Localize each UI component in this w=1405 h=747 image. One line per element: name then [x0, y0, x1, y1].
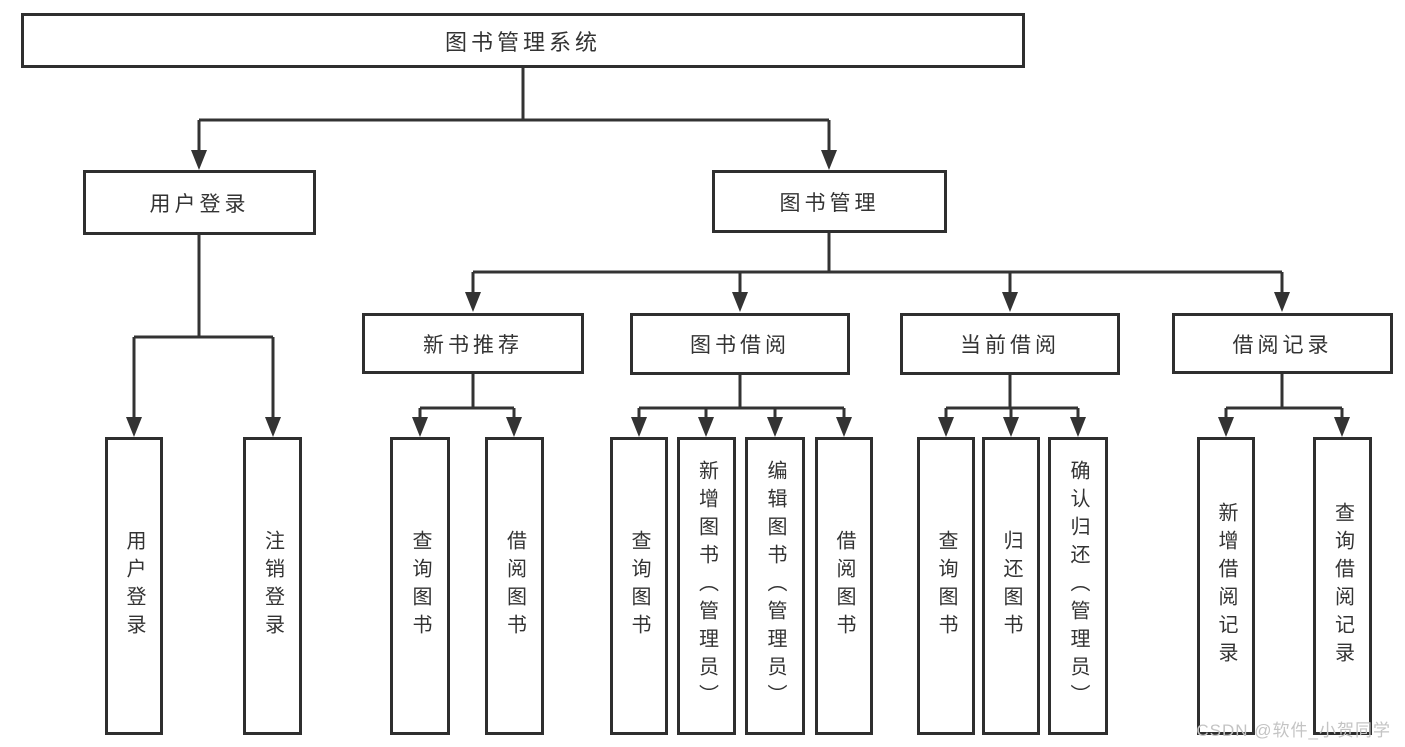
node-new-book-recommend: 新书推荐 [362, 313, 584, 374]
leaf-add-books-admin: 新增图书（管理员） [677, 437, 736, 735]
leaf-confirm-return-admin: 确认归还（管理员） [1048, 437, 1108, 735]
node-label: 用户登录 [149, 192, 250, 216]
arrow-down-icon [1003, 417, 1019, 437]
leaf-logout: 注销登录 [243, 437, 302, 735]
arrow-down-icon [767, 417, 783, 437]
arrow-down-icon [938, 417, 954, 437]
node-label: 新增借阅记录 [1215, 502, 1237, 670]
node-label: 查询借阅记录 [1331, 502, 1354, 670]
node-label: 图书管理系统 [444, 29, 601, 55]
node-label: 借阅图书 [503, 530, 526, 642]
leaf-query-borrow-record: 查询借阅记录 [1313, 437, 1372, 735]
leaf-query-books-borrow: 查询图书 [610, 437, 668, 735]
node-label: 新增图书（管理员） [695, 460, 718, 712]
leaf-return-books: 归还图书 [982, 437, 1040, 735]
node-library-management-system: 图书管理系统 [21, 13, 1025, 68]
node-label: 查询图书 [409, 530, 431, 642]
leaf-user-login: 用户登录 [105, 437, 163, 735]
arrow-down-icon [191, 150, 207, 170]
arrow-down-icon [1334, 417, 1350, 437]
arrow-down-icon [631, 417, 647, 437]
node-label: 归还图书 [1000, 530, 1022, 642]
node-label: 借阅图书 [833, 530, 855, 642]
leaf-borrow-books: 借阅图书 [815, 437, 873, 735]
arrow-down-icon [1274, 292, 1290, 312]
node-label: 图书借阅 [690, 334, 790, 357]
node-book-management: 图书管理 [712, 170, 947, 233]
leaf-add-borrow-record: 新增借阅记录 [1197, 437, 1255, 735]
arrow-down-icon [465, 292, 481, 312]
arrow-down-icon [412, 417, 428, 437]
leaf-borrow-books-recommend: 借阅图书 [485, 437, 544, 735]
leaf-query-books-recommend: 查询图书 [390, 437, 450, 735]
node-borrow-records: 借阅记录 [1172, 313, 1393, 374]
arrow-down-icon [698, 417, 714, 437]
arrow-down-icon [1070, 417, 1086, 437]
node-label: 图书管理 [779, 191, 880, 215]
arrow-down-icon [506, 417, 522, 437]
node-label: 查询图书 [628, 530, 650, 642]
node-current-borrow: 当前借阅 [900, 313, 1120, 375]
arrow-down-icon [1218, 417, 1234, 437]
node-label: 注销登录 [261, 530, 284, 642]
node-label: 查询图书 [935, 530, 957, 642]
arrow-down-icon [1002, 292, 1018, 312]
node-label: 用户登录 [123, 530, 145, 642]
node-label: 新书推荐 [423, 333, 523, 357]
leaf-query-books-current: 查询图书 [917, 437, 975, 735]
node-label: 编辑图书（管理员） [764, 460, 786, 712]
arrow-down-icon [732, 292, 748, 312]
node-book-borrow: 图书借阅 [630, 313, 850, 375]
leaf-edit-books-admin: 编辑图书（管理员） [745, 437, 805, 735]
csdn-watermark: CSDN @软件_小贺同学 [1196, 721, 1391, 740]
node-label: 借阅记录 [1232, 333, 1333, 357]
arrow-down-icon [821, 150, 837, 170]
arrow-down-icon [126, 417, 142, 437]
arrow-down-icon [265, 417, 281, 437]
node-label: 确认归还（管理员） [1067, 460, 1089, 712]
arrow-down-icon [836, 417, 852, 437]
node-user-login: 用户登录 [83, 170, 316, 235]
node-label: 当前借阅 [960, 334, 1060, 357]
